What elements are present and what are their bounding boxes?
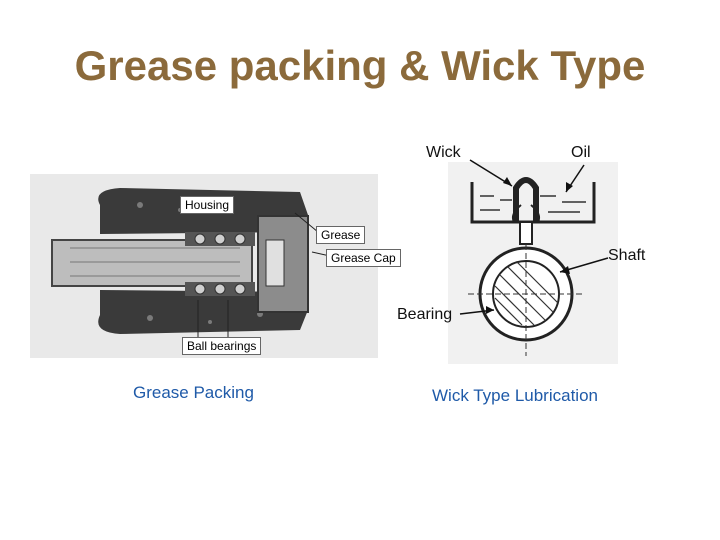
housing-bottom: [98, 290, 308, 334]
wick-strands: [511, 204, 541, 223]
grease-cap-inner: [265, 239, 285, 287]
bearing-label: Bearing: [397, 306, 453, 323]
oil-feed-tube: [519, 221, 533, 245]
ball-bearings-label: Ball bearings: [182, 337, 262, 355]
shaft-texture: [70, 247, 240, 277]
shaft-label: Shaft: [608, 247, 646, 264]
center-lines: [468, 244, 584, 356]
shaft-hatching: [494, 261, 559, 326]
grease-cap-label: Grease Cap: [326, 249, 401, 267]
bearing-balls: [194, 233, 246, 295]
wick: [513, 177, 539, 222]
oil-surface: [480, 195, 586, 213]
oil-label: Oil: [571, 144, 591, 161]
housing-label: Housing: [180, 196, 235, 214]
grease-packing-caption: Grease Packing: [133, 383, 254, 402]
wick-label: Wick: [426, 144, 461, 161]
left-leader-lines: [197, 212, 331, 338]
slide-title: Grease packing & Wick Type: [74, 42, 646, 89]
wick-lubrication-caption: Wick Type Lubrication: [432, 386, 598, 405]
shaft-body: [51, 239, 253, 287]
right-arrowheads: [486, 177, 573, 314]
grease-label: Grease: [316, 226, 366, 244]
wick-lubrication-diagram: [448, 159, 618, 364]
